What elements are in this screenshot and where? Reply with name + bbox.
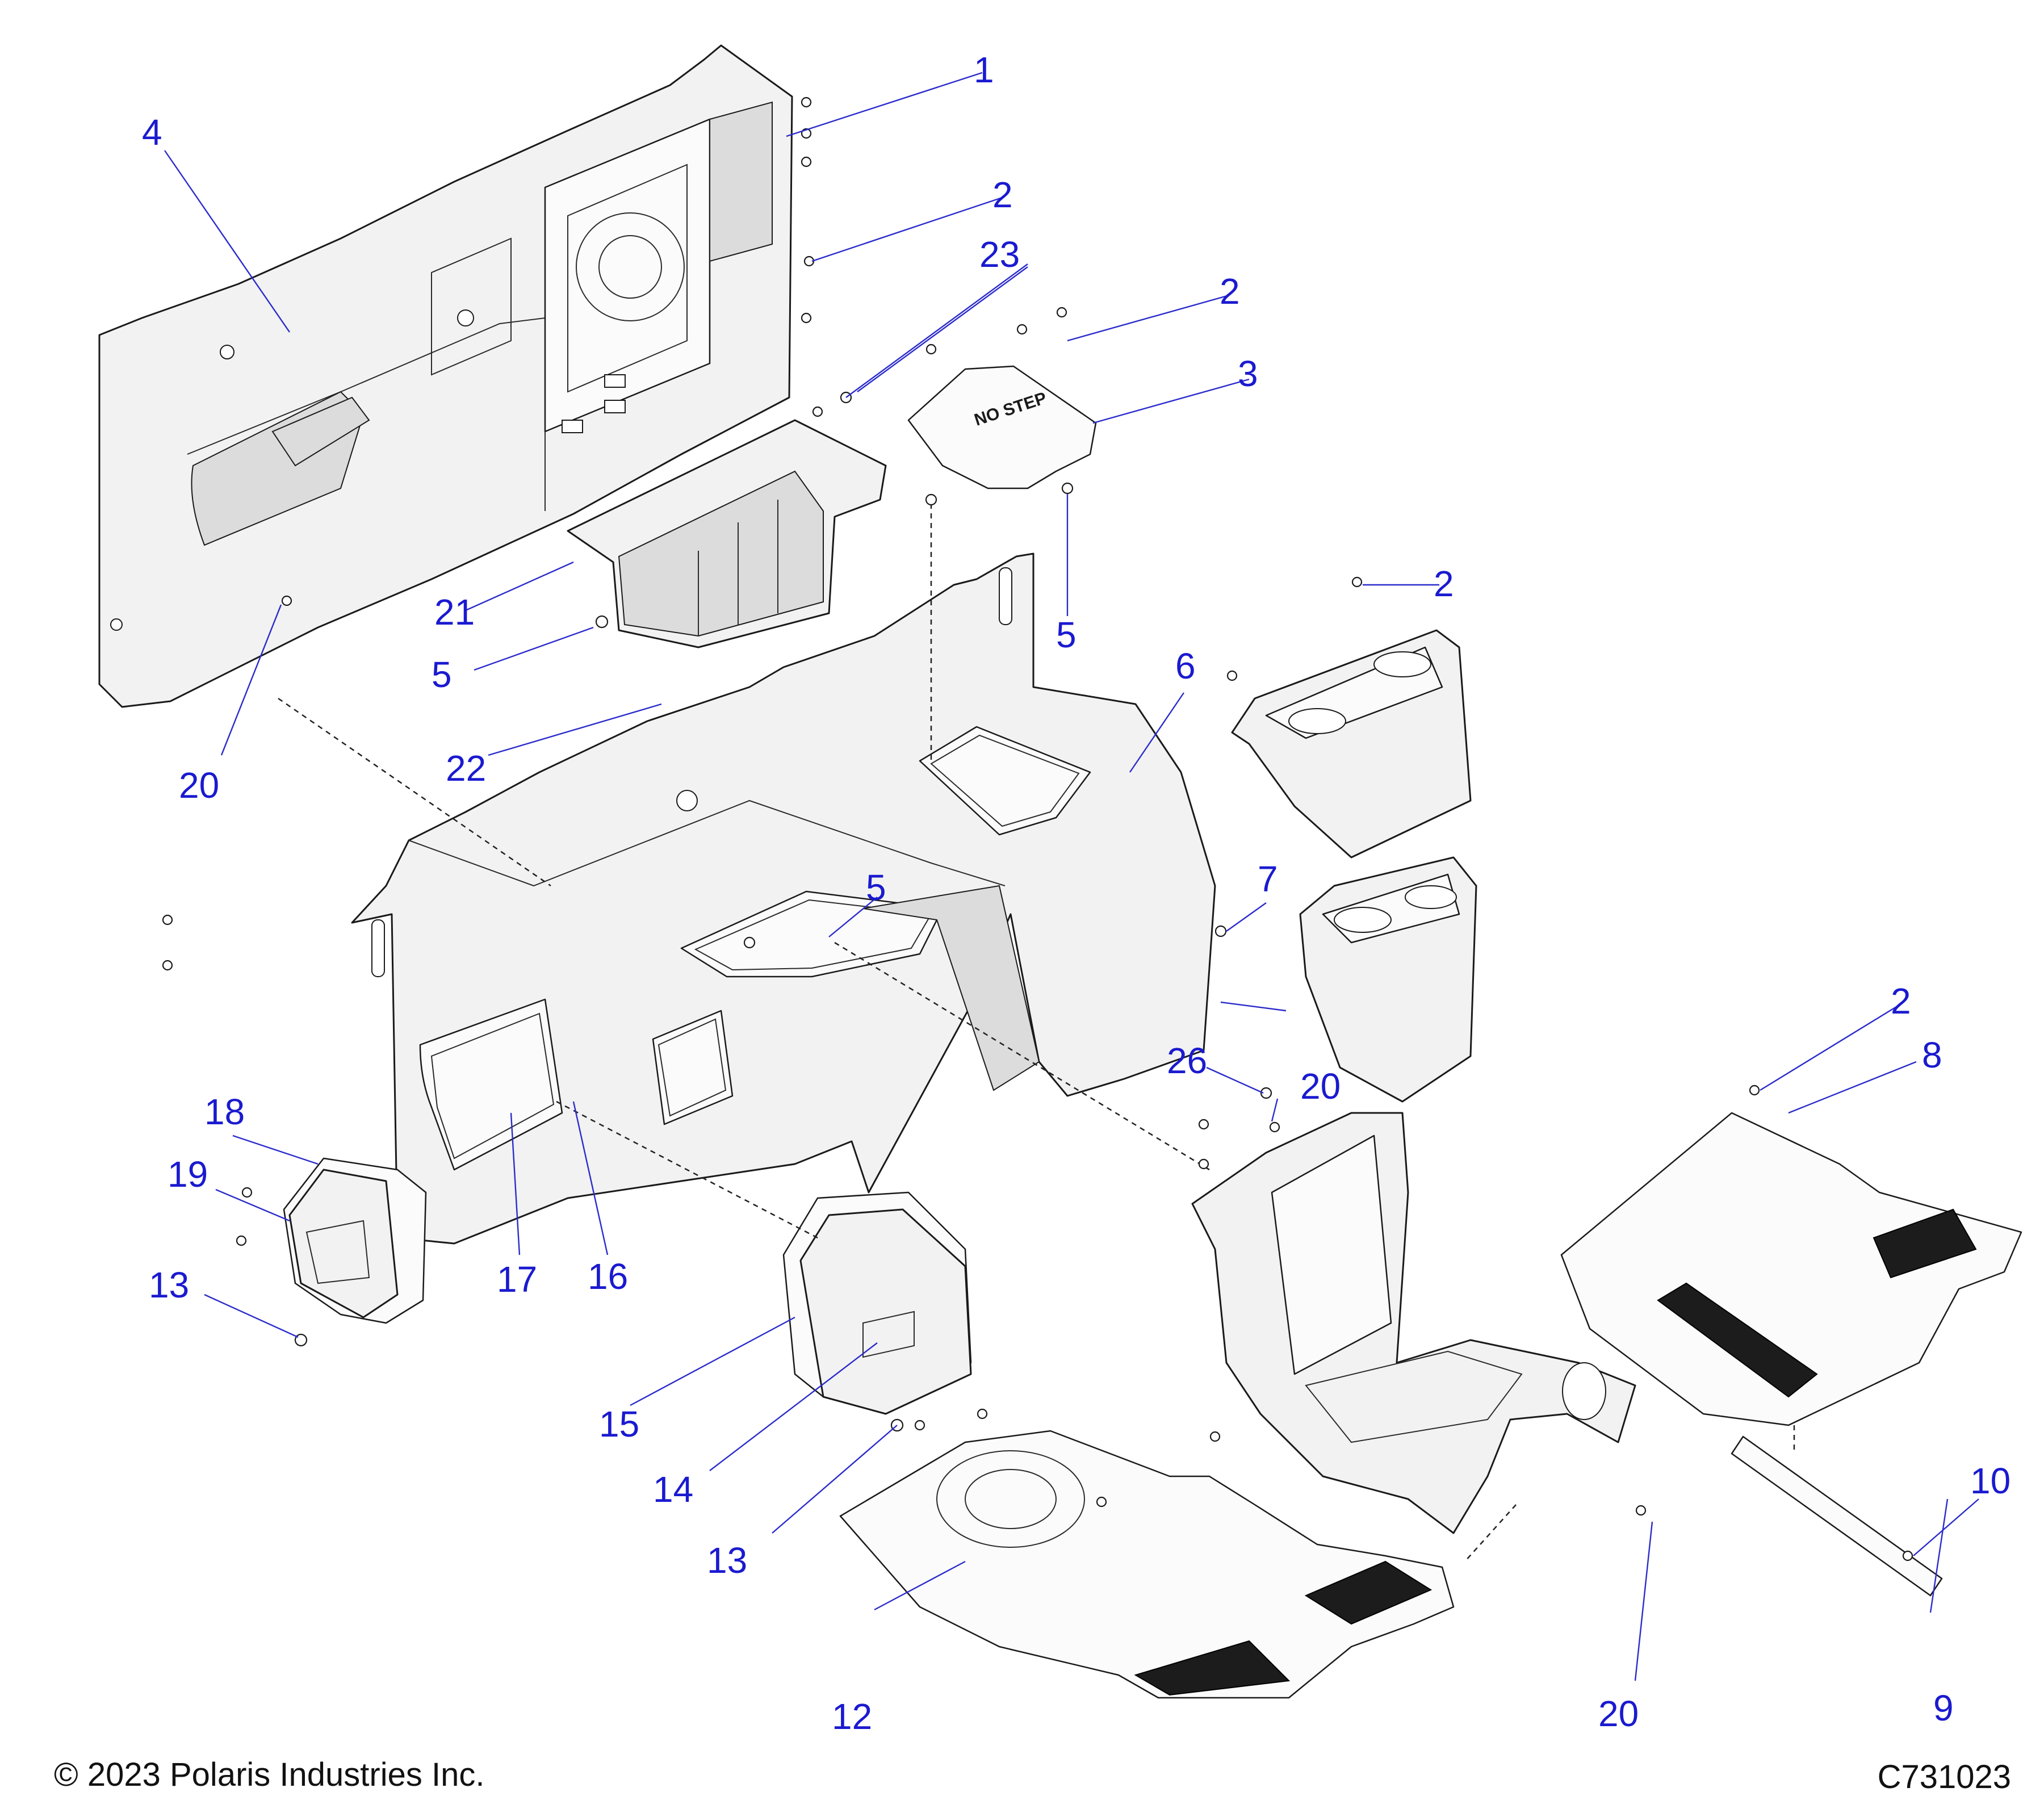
callout-20: 20 bbox=[179, 765, 219, 806]
callout-26: 26 bbox=[1167, 1040, 1207, 1081]
part-main-floor-bulkhead bbox=[351, 552, 1216, 1245]
callout-leaders bbox=[164, 72, 1979, 1681]
callout-20: 20 bbox=[1300, 1066, 1341, 1107]
fasteners bbox=[162, 97, 1913, 1561]
callout-8: 8 bbox=[1922, 1035, 1942, 1075]
callout-17: 17 bbox=[497, 1259, 537, 1300]
callout-5: 5 bbox=[432, 654, 452, 695]
part-upper-cupholder-console bbox=[1231, 629, 1472, 859]
callout-4: 4 bbox=[142, 112, 162, 153]
part-center-console bbox=[1191, 1112, 1636, 1534]
part-no-step-cover: NO STEP bbox=[907, 365, 1097, 489]
callout-13: 13 bbox=[149, 1265, 189, 1305]
part-side-access-cover bbox=[283, 1157, 427, 1324]
callout-18: 18 bbox=[204, 1091, 245, 1132]
callout-14: 14 bbox=[653, 1469, 693, 1510]
callout-labels: 1 2 2 2 2 3 4 5 5 5 6 7 8 9 10 12 13 13 … bbox=[142, 49, 2011, 1737]
copyright-notice: © 2023 Polaris Industries Inc. bbox=[54, 1756, 485, 1793]
callout-12: 12 bbox=[832, 1696, 872, 1737]
callout-13: 13 bbox=[707, 1540, 747, 1581]
callout-6: 6 bbox=[1175, 646, 1196, 686]
part-service-box bbox=[782, 1191, 972, 1415]
callout-15: 15 bbox=[599, 1404, 639, 1445]
callout-1: 1 bbox=[974, 49, 994, 90]
callout-2: 2 bbox=[992, 174, 1013, 215]
callout-16: 16 bbox=[588, 1256, 628, 1297]
callout-2: 2 bbox=[1220, 271, 1240, 312]
part-lower-cupholder-console bbox=[1299, 856, 1477, 1103]
assembly-dashed-lines bbox=[278, 494, 1795, 1562]
part-storage-tray bbox=[567, 419, 887, 648]
callout-5: 5 bbox=[1056, 614, 1077, 655]
callout-7: 7 bbox=[1258, 859, 1278, 899]
callout-9: 9 bbox=[1933, 1688, 1954, 1728]
callout-19: 19 bbox=[167, 1154, 208, 1195]
callout-23: 23 bbox=[979, 234, 1020, 275]
callout-2: 2 bbox=[1434, 563, 1454, 604]
callout-10: 10 bbox=[1970, 1460, 2011, 1501]
callout-20: 20 bbox=[1598, 1693, 1639, 1734]
part-right-floor-panel bbox=[1560, 1112, 2022, 1426]
figure-code: C731023 bbox=[1877, 1759, 2011, 1795]
callout-5: 5 bbox=[866, 867, 886, 908]
part-support-bar bbox=[1731, 1435, 1943, 1597]
callout-22: 22 bbox=[446, 748, 486, 789]
callout-3: 3 bbox=[1238, 353, 1258, 394]
part-left-floor-panel bbox=[839, 1430, 1455, 1699]
callout-2: 2 bbox=[1891, 981, 1911, 1021]
callout-21: 21 bbox=[434, 592, 475, 633]
part-rear-bulkhead-panel bbox=[98, 44, 793, 708]
